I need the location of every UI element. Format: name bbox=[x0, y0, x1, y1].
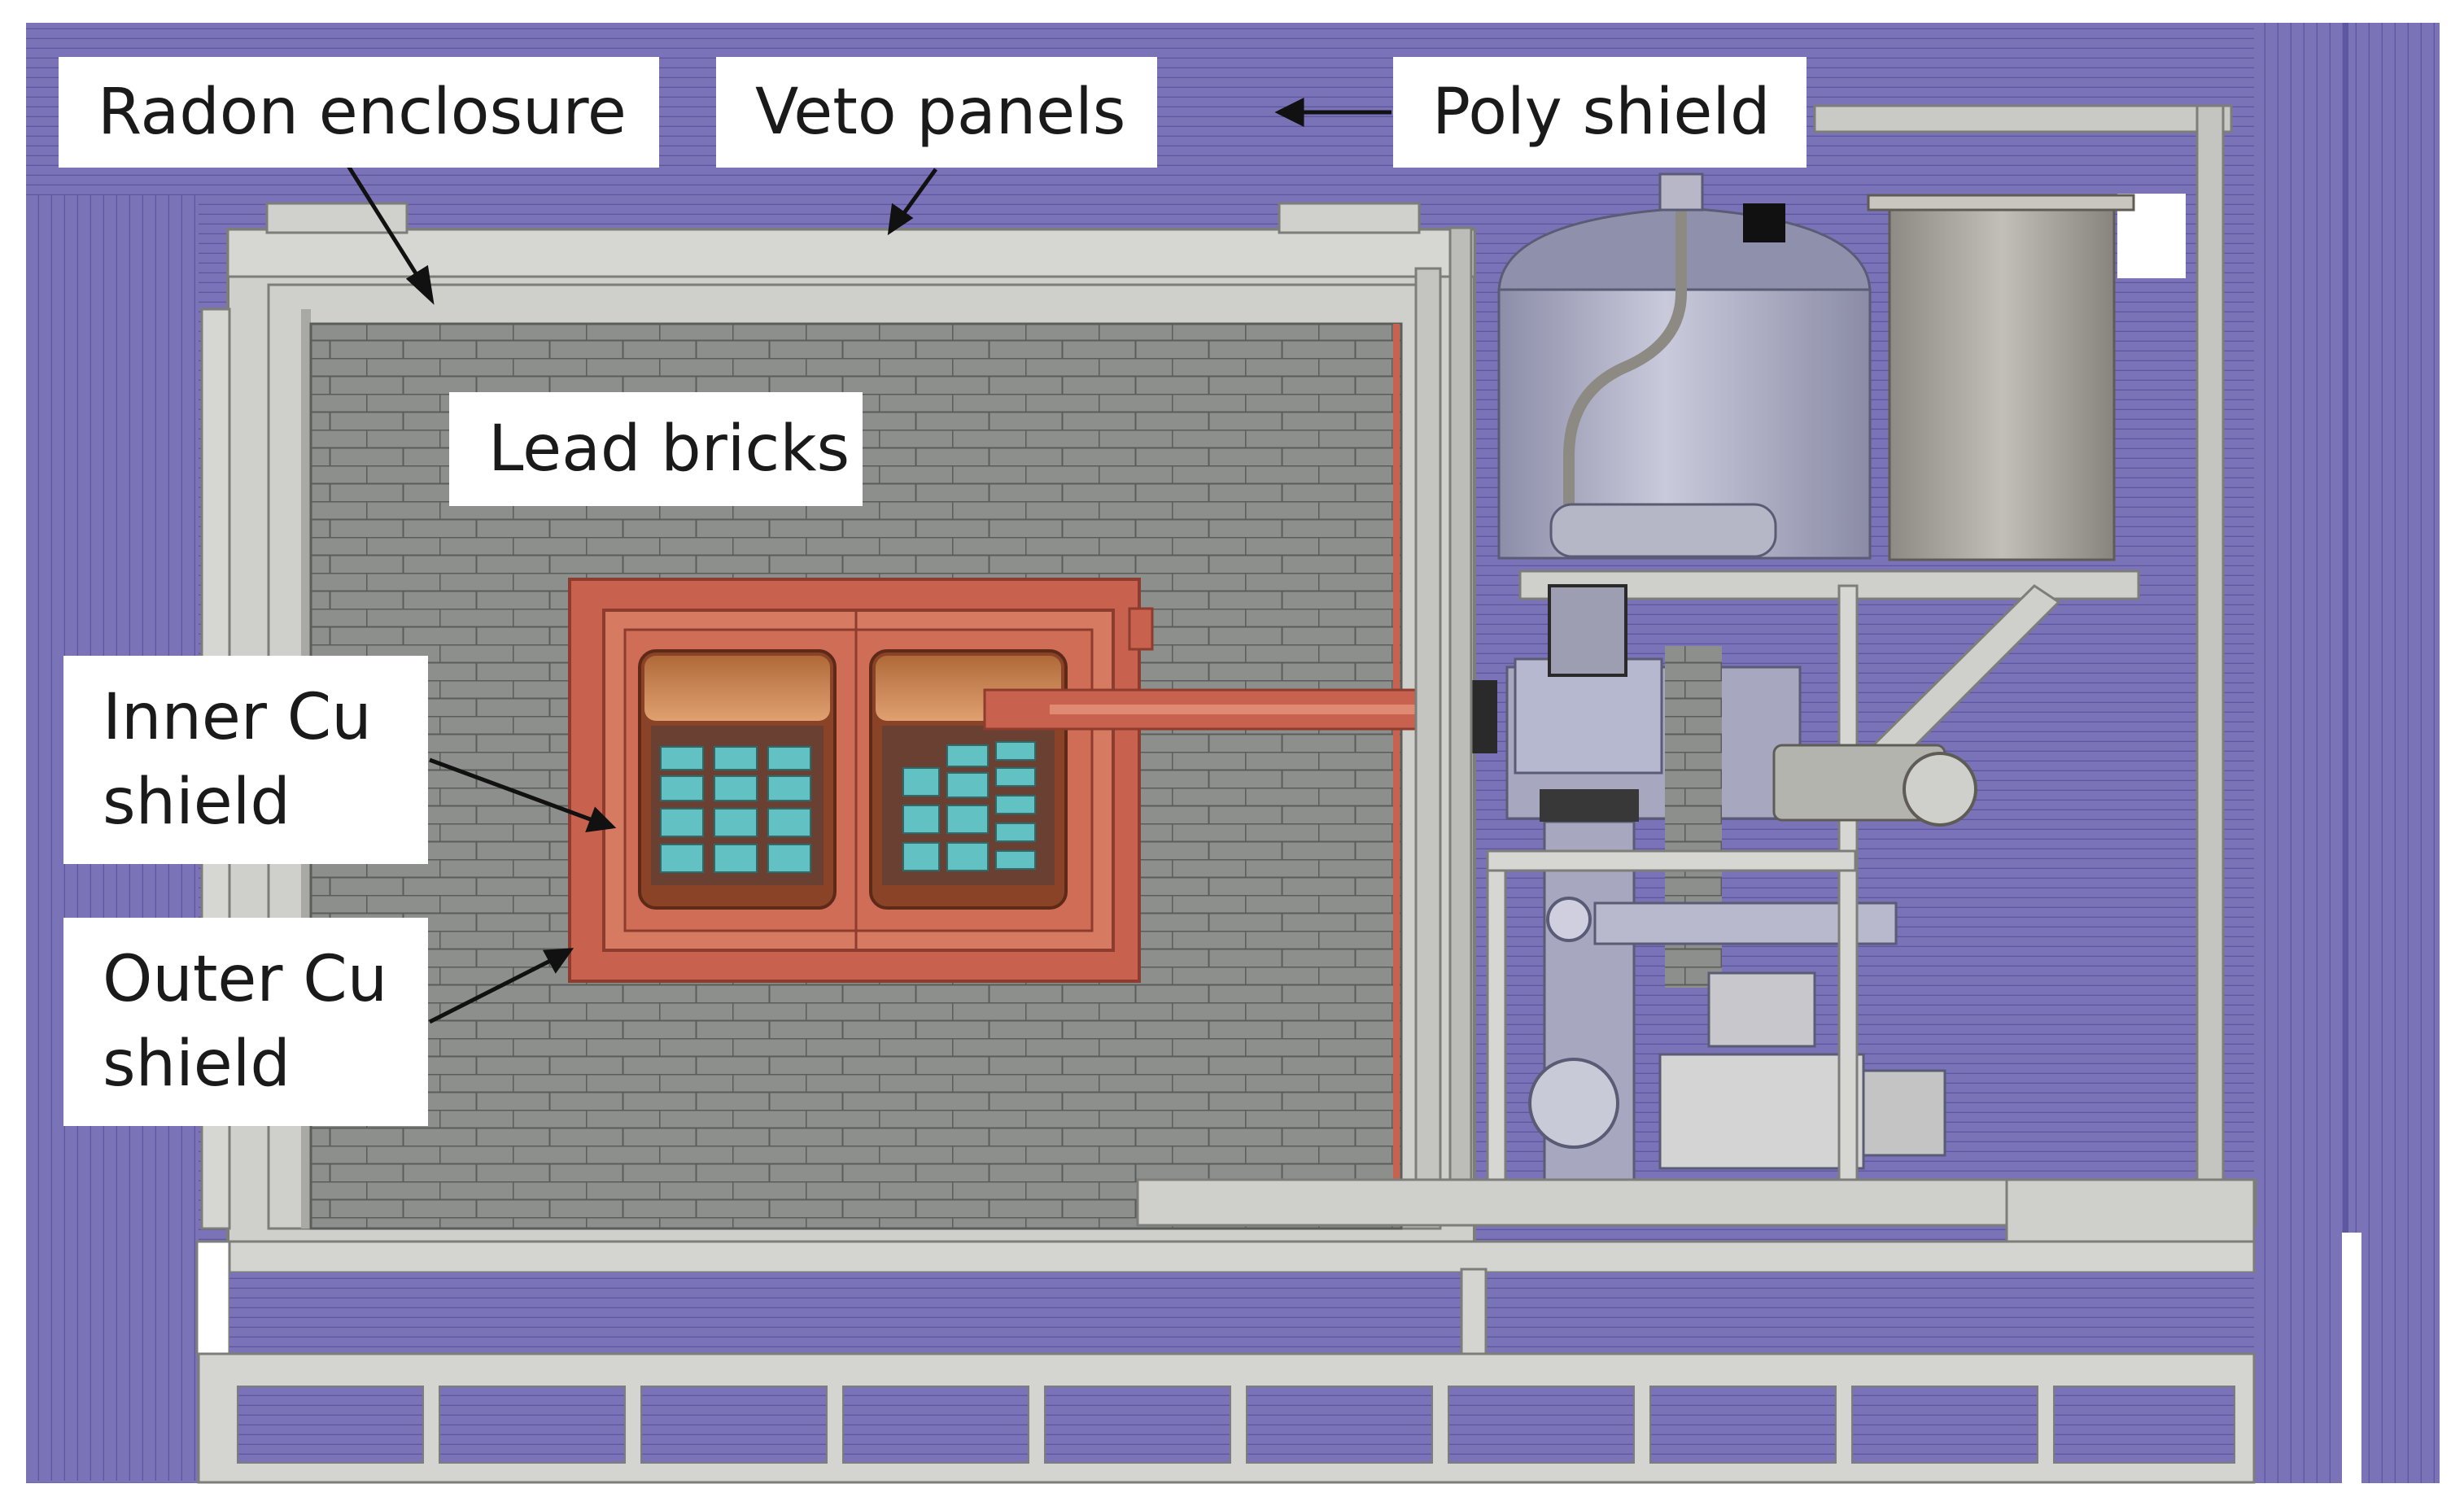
cryostat-1-lid bbox=[644, 656, 830, 721]
base-step bbox=[1460, 1268, 1488, 1355]
base-platform-left-post bbox=[195, 1240, 231, 1355]
roller-rail-tail bbox=[2005, 1178, 2256, 1246]
detector-crystal bbox=[660, 844, 704, 873]
storage-tank-cap bbox=[1867, 194, 2135, 212]
i-beam-bay bbox=[237, 1386, 424, 1464]
detector-crystal bbox=[660, 775, 704, 801]
frame-post-left bbox=[1486, 849, 1507, 1194]
valve-stack bbox=[1548, 584, 1627, 677]
outer-cu-shield-arrow bbox=[428, 958, 553, 1024]
i-beam-bay bbox=[1851, 1386, 2038, 1464]
inner-cu-shield-arrow bbox=[429, 757, 593, 823]
actuator-wheel bbox=[1903, 752, 1977, 827]
label-veto-panels: Veto panels bbox=[716, 57, 1157, 168]
radon-enclosure-arrow bbox=[346, 164, 422, 282]
i-beam-bay bbox=[1448, 1386, 1635, 1464]
detector-crystal bbox=[767, 775, 811, 801]
detector-crystal bbox=[902, 842, 940, 871]
detector-crystal bbox=[714, 746, 758, 770]
i-beam-bay bbox=[1044, 1386, 1231, 1464]
vertical-pipe-right bbox=[1448, 226, 1473, 1222]
pump-column bbox=[1543, 820, 1636, 1214]
base-platform-lower-left bbox=[229, 1272, 1483, 1354]
veto-panels-arrow bbox=[899, 168, 938, 218]
detector-crystal bbox=[946, 772, 989, 798]
i-beam-bay bbox=[640, 1386, 828, 1464]
red-pipe-vertical bbox=[1393, 324, 1400, 1219]
radon-enclosure-rail-right bbox=[1414, 267, 1442, 1222]
detector-crystal bbox=[902, 805, 940, 834]
label-lead-bricks: Lead bricks bbox=[449, 392, 863, 506]
frame-post-right bbox=[1837, 584, 1859, 1198]
detector-crystal bbox=[995, 741, 1036, 761]
cross-chamber bbox=[1514, 657, 1663, 775]
i-beam-bay bbox=[2053, 1386, 2235, 1464]
veto-panels-arrowhead bbox=[887, 203, 914, 236]
detector-crystal bbox=[714, 844, 758, 873]
cross-arm-inner bbox=[1050, 705, 1432, 714]
dewar-bottom-pipe bbox=[1549, 503, 1777, 558]
frame-cross-beam bbox=[1486, 849, 1857, 872]
inner-cu-shield-arrowhead bbox=[585, 806, 617, 833]
outer-cu-shield-arrowhead bbox=[542, 948, 574, 974]
detector-crystal bbox=[946, 744, 989, 767]
detector-crystal bbox=[995, 795, 1036, 814]
detector-crystal bbox=[767, 746, 811, 770]
dewar-port bbox=[1743, 203, 1785, 242]
gate-valve bbox=[1546, 897, 1592, 942]
detector-crystal bbox=[767, 808, 811, 837]
label-inner-cu-shield: Inner Cu shield bbox=[63, 656, 428, 864]
i-beam-bay bbox=[1246, 1386, 1433, 1464]
label-outer-cu-shield: Outer Cu shield bbox=[63, 918, 428, 1126]
white-gap-right bbox=[2342, 1233, 2361, 1485]
detector-crystal bbox=[660, 746, 704, 770]
turbo-pump bbox=[1707, 971, 1816, 1048]
i-beam-bay bbox=[1649, 1386, 1837, 1464]
tank-top-frame-post bbox=[2195, 104, 2225, 1181]
detector-crystal bbox=[946, 805, 989, 834]
detector-crystal bbox=[714, 808, 758, 837]
poly-shield-arrowhead bbox=[1274, 97, 1304, 128]
veto-panel-cap-right bbox=[1278, 202, 1421, 234]
i-beam-bay bbox=[439, 1386, 626, 1464]
base-platform bbox=[195, 1240, 2256, 1274]
radon-enclosure-top-rail bbox=[226, 228, 1476, 278]
i-beam-bay bbox=[842, 1386, 1029, 1464]
scroll-pump bbox=[1658, 1053, 1865, 1170]
radon-enclosure-arrowhead bbox=[405, 264, 435, 305]
storage-tank bbox=[1888, 200, 2116, 561]
label-radon-enclosure: Radon enclosure bbox=[59, 57, 659, 168]
veto-panel-cap-left bbox=[265, 202, 408, 234]
base-platform-lower-right bbox=[1483, 1272, 2254, 1354]
outer-cu-shield-step bbox=[1128, 607, 1154, 651]
detector-crystal bbox=[995, 850, 1036, 870]
bellows bbox=[1540, 789, 1639, 822]
scroll-pump-motor bbox=[1862, 1069, 1946, 1157]
pump-elbow bbox=[1528, 1058, 1619, 1149]
poly-shield-right-strip bbox=[2344, 23, 2348, 1483]
dewar-transfer-line bbox=[1563, 203, 1687, 504]
detector-crystal bbox=[995, 767, 1036, 787]
label-poly-shield: Poly shield bbox=[1393, 57, 1806, 168]
tank-top-frame bbox=[1813, 104, 2233, 133]
detector-crystal bbox=[902, 767, 940, 797]
detector-crystal bbox=[660, 808, 704, 837]
detector-crystal bbox=[946, 842, 989, 871]
detector-crystal bbox=[767, 844, 811, 873]
dewar-top-valve bbox=[1658, 172, 1704, 212]
detector-crystal bbox=[714, 775, 758, 801]
detector-crystal bbox=[995, 823, 1036, 842]
